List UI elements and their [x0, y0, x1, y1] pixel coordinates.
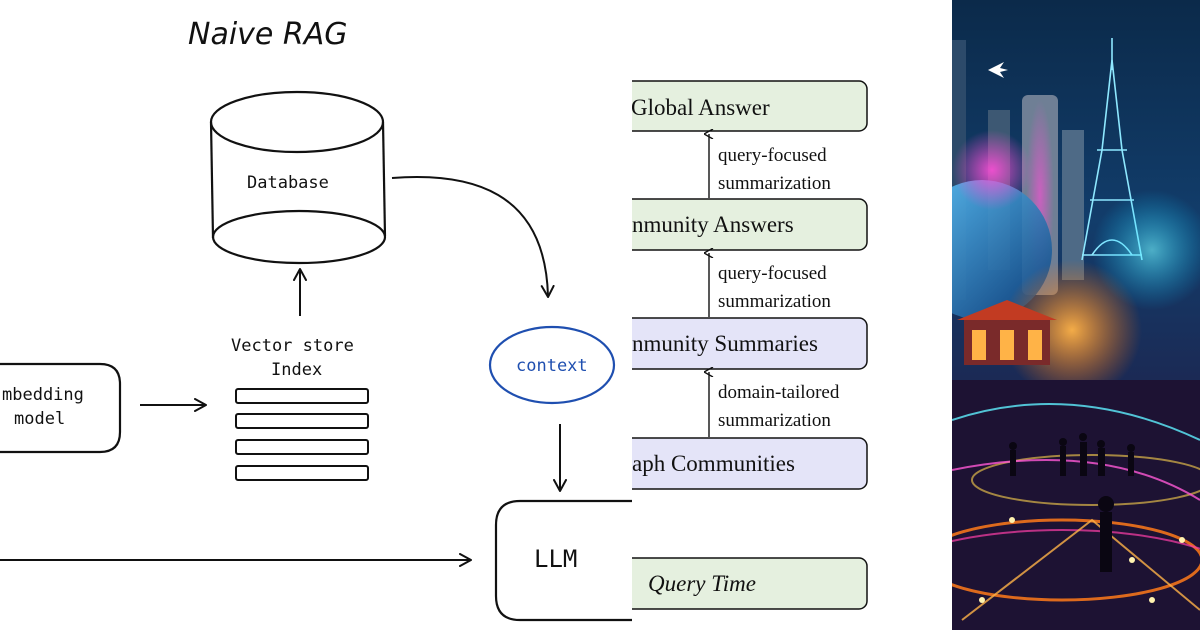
- query-time-label: Query Time: [648, 571, 756, 596]
- community-summaries-box: [632, 317, 868, 370]
- naive-rag-diagram: Naive RAG Database Vector store Index mb…: [0, 17, 632, 622]
- step-label-1a: query-focused: [718, 145, 827, 166]
- futuristic-city-illustration: [952, 0, 1200, 630]
- vector-store-label: Vector store: [231, 336, 354, 356]
- database-cylinder: [209, 90, 387, 265]
- llm-label: LLM: [534, 545, 577, 573]
- rag-title: Naive RAG: [188, 17, 348, 52]
- graph-communities-box: [632, 437, 868, 490]
- step-label-2b: summarization: [718, 291, 831, 312]
- database-label: Database: [247, 173, 329, 193]
- graph-communities-label: aph Communities: [632, 451, 795, 476]
- community-answers-box: [632, 198, 868, 251]
- light-streaks: [952, 403, 1200, 621]
- community-summaries-label: nmunity Summaries: [632, 331, 818, 356]
- embedding-label: mbedding: [2, 385, 84, 405]
- context-bubble: [488, 325, 616, 405]
- glowing-ring-1: [952, 518, 1200, 602]
- glowing-ring-2: [952, 529, 1200, 550]
- global-answer-box: [632, 80, 868, 132]
- graph-rag-canvas: Global Answer nmunity Answers nmunity Su…: [632, 80, 868, 610]
- glow-cyan: [1092, 190, 1200, 310]
- model-label: model: [14, 409, 65, 429]
- glow-pink: [952, 130, 1032, 210]
- step-label-3b: summarization: [718, 410, 831, 431]
- step-label-1b: summarization: [718, 173, 831, 194]
- database-to-context-arrow: [391, 175, 555, 298]
- embedding-model-box: [0, 362, 122, 454]
- step-label-2a: query-focused: [718, 263, 827, 284]
- glowing-ring-3: [971, 454, 1200, 506]
- temple: [957, 300, 1057, 365]
- graph-rag-pipeline: Global Answer nmunity Answers nmunity Su…: [632, 0, 952, 630]
- step-label-3a: domain-tailored: [718, 382, 840, 403]
- context-label: context: [516, 356, 588, 376]
- airplane-icon: [988, 62, 1008, 78]
- vector-index-bars: [235, 388, 369, 481]
- llm-box: [494, 499, 632, 622]
- query-time-box: [632, 557, 868, 610]
- community-answers-label: nmunity Answers: [632, 212, 794, 237]
- illustration-canvas: [952, 0, 1200, 630]
- global-answer-label: Global Answer: [632, 95, 770, 120]
- network-nodes: [979, 517, 1185, 603]
- people-silhouettes: [1009, 433, 1135, 572]
- naive-rag-canvas: Naive RAG Database Vector store Index mb…: [0, 17, 632, 622]
- index-label: Index: [271, 360, 322, 380]
